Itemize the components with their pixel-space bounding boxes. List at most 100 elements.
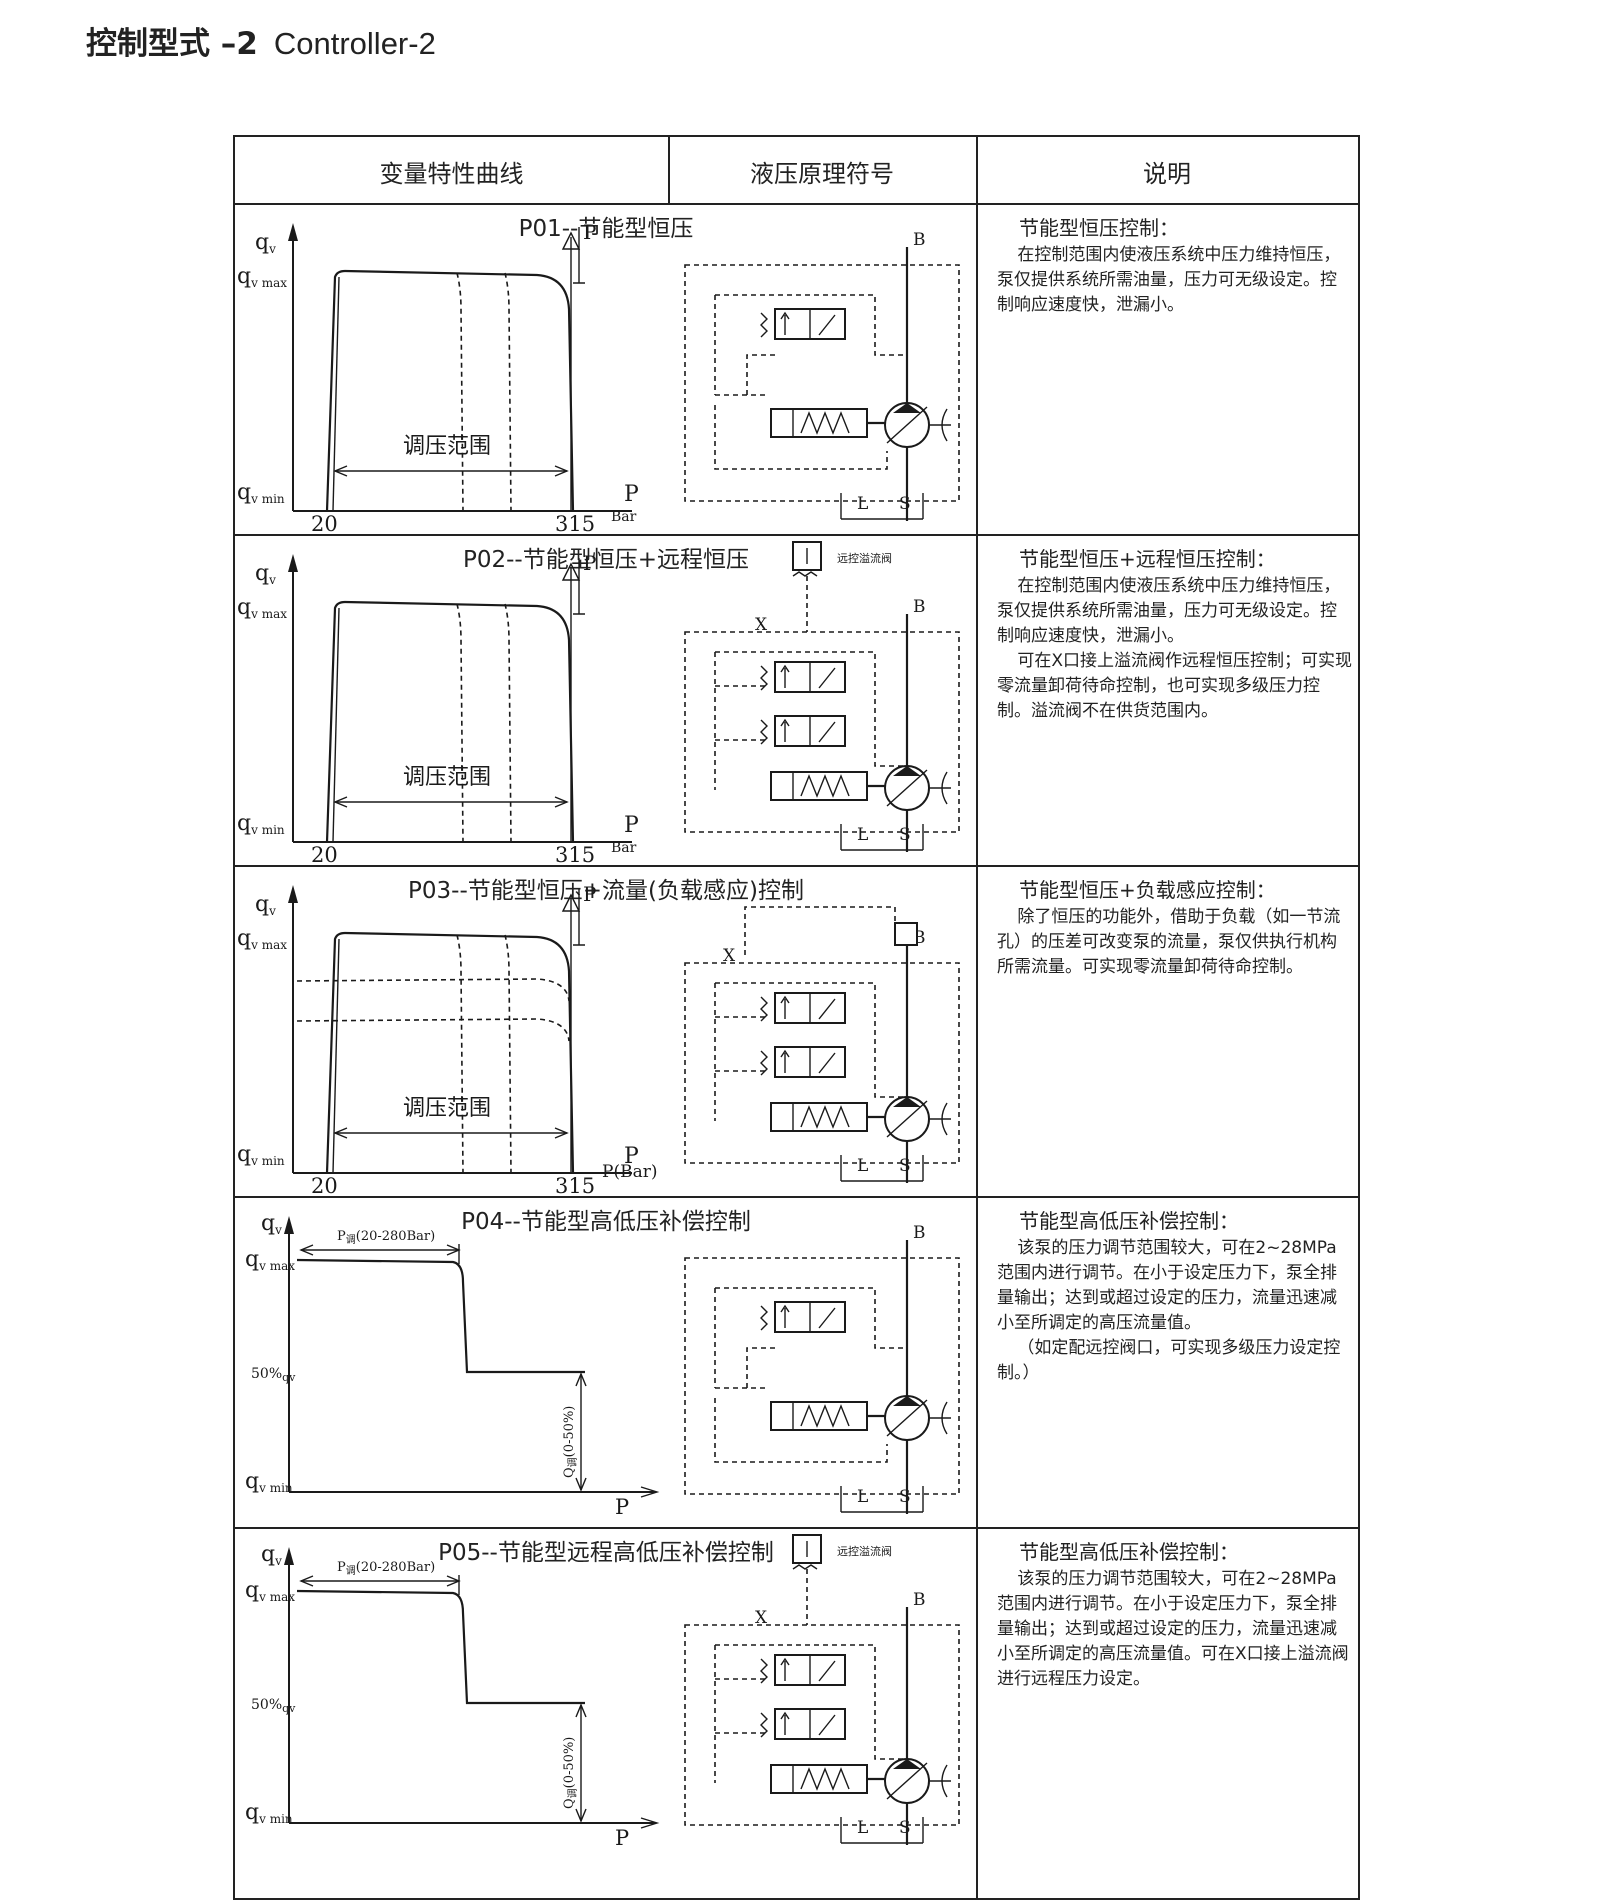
port-l: L (857, 494, 868, 514)
qv-curve (325, 600, 575, 843)
qv-min-label: qv min (237, 1142, 285, 1168)
remote-relief-valve: 远控溢流阀 (792, 541, 892, 577)
port-s: S (899, 1156, 911, 1176)
p-marker-stem (573, 227, 585, 284)
qv-min-label: qv min (237, 480, 285, 506)
description-title: 节能型高低压补偿控制： (1019, 1540, 1239, 1564)
drain-lines (840, 824, 924, 851)
bar-unit-label: Bar (611, 840, 637, 856)
ls-throttle (894, 922, 918, 946)
y-arrow (288, 554, 298, 572)
circuit-frame (684, 1624, 960, 1826)
drain-lines (840, 1486, 924, 1513)
flow-dash-1 (296, 978, 570, 1002)
qadj-arrows (575, 1372, 587, 1492)
pressure-dash-1 (456, 272, 464, 512)
curve-left-edge (332, 938, 340, 1174)
header-curve: 变量特性曲线 (379, 159, 524, 188)
tick-20: 20 (311, 843, 338, 867)
port-b: B (913, 1590, 926, 1610)
curve-left-edge (332, 607, 340, 843)
p-axis-label: P (624, 1144, 639, 1169)
ls-line (744, 906, 907, 955)
tick-20: 20 (311, 1174, 338, 1198)
return-line (714, 1398, 888, 1463)
p-bar-label: P(Bar) (602, 1162, 657, 1182)
description-title: 节能型恒压控制： (1019, 216, 1179, 240)
port-l: L (857, 825, 868, 845)
qv-label: qv (255, 230, 276, 256)
qv-min-label: qv min (245, 1469, 293, 1495)
qadj-arrows (575, 1703, 587, 1823)
row-code-title: P02--节能型恒压+远程恒压 (462, 547, 749, 573)
qv-label: qv (261, 1542, 282, 1568)
qv-max-label: qv max (245, 1578, 295, 1604)
p-marker-arrow (561, 562, 581, 581)
range-arrowheads (333, 796, 569, 808)
control-valve-2 (760, 1708, 846, 1740)
drain-lines (840, 1155, 924, 1182)
port-s: S (899, 494, 911, 514)
qv-min-label: qv min (237, 811, 285, 837)
drain-lines (840, 1817, 924, 1844)
description-paragraph: 除了恒压的功能外，借助于负载（如一节流孔）的压差可改变泵的流量，泵仅供执行机构所… (997, 907, 1341, 977)
description-paragraph: 该泵的压力调节范围较大，可在2~28MPa范围内进行调节。在小于设定压力下，泵全… (997, 1569, 1349, 1689)
return-line (714, 405, 888, 470)
x-arrow (640, 1486, 660, 1498)
qv-max-label: qv max (237, 264, 287, 290)
y-arrow (284, 1216, 294, 1234)
servo-cylinder (770, 408, 921, 438)
range-label: 调压范围 (403, 765, 491, 790)
port-x: X (755, 1608, 768, 1628)
port-b: B (913, 230, 926, 250)
tick-20: 20 (311, 512, 338, 536)
port-b: B (913, 1223, 926, 1243)
page-title-en: Controller-2 (273, 26, 436, 61)
step-curve (296, 1258, 585, 1374)
p-marker-label: P (583, 220, 596, 244)
port-s: S (899, 1487, 911, 1507)
row-description: 节能型恒压+负载感应控制： 除了恒压的功能外，借助于负载（如一节流孔）的压差可改变… (997, 875, 1353, 980)
header-divider-1 (668, 137, 670, 205)
header-description: 说明 (1143, 159, 1191, 188)
remote-relief-valve: 远控溢流阀 (792, 1534, 892, 1570)
row-code-title: P01--节能型恒压 (518, 216, 694, 242)
hydraulic-symbol: B L S (684, 1223, 960, 1514)
p-marker-arrow (561, 231, 581, 250)
qv-max-label: qv max (237, 595, 287, 621)
p-axis-label: P (615, 1826, 629, 1850)
page-title-zh: 控制型式 –2 (86, 26, 258, 62)
p-marker-stem (573, 558, 585, 615)
pressure-dash-1 (456, 934, 464, 1174)
half-qv-label: 50%qv (251, 1697, 296, 1715)
port-s: S (899, 825, 911, 845)
servo-cylinder (770, 1102, 921, 1132)
x-arrow (640, 1817, 660, 1829)
description-title: 节能型恒压+负载感应控制： (1019, 878, 1276, 902)
port-s: S (899, 1818, 911, 1838)
row-code-title: P04--节能型高低压补偿控制 (461, 1209, 751, 1235)
circuit-frame (684, 264, 960, 502)
port-l: L (857, 1487, 868, 1507)
servo-cylinder (770, 1764, 921, 1794)
header-row-divider (235, 203, 1358, 205)
control-valve-2 (760, 1046, 846, 1078)
row-description: 节能型恒压+远程恒压控制：在控制范围内使液压系统中压力维持恒压，泵仅提供系统所需… (997, 544, 1353, 724)
row-divider (235, 534, 1358, 536)
p-marker-label: P (583, 882, 596, 906)
row-divider (235, 1527, 1358, 1529)
circuit-frame (684, 1257, 960, 1495)
y-arrow (288, 885, 298, 903)
variable-pump (884, 1758, 951, 1804)
step-curve (296, 1589, 585, 1705)
drain-lines (840, 493, 924, 520)
padj-label: P调(20-280Bar) (337, 1560, 435, 1577)
